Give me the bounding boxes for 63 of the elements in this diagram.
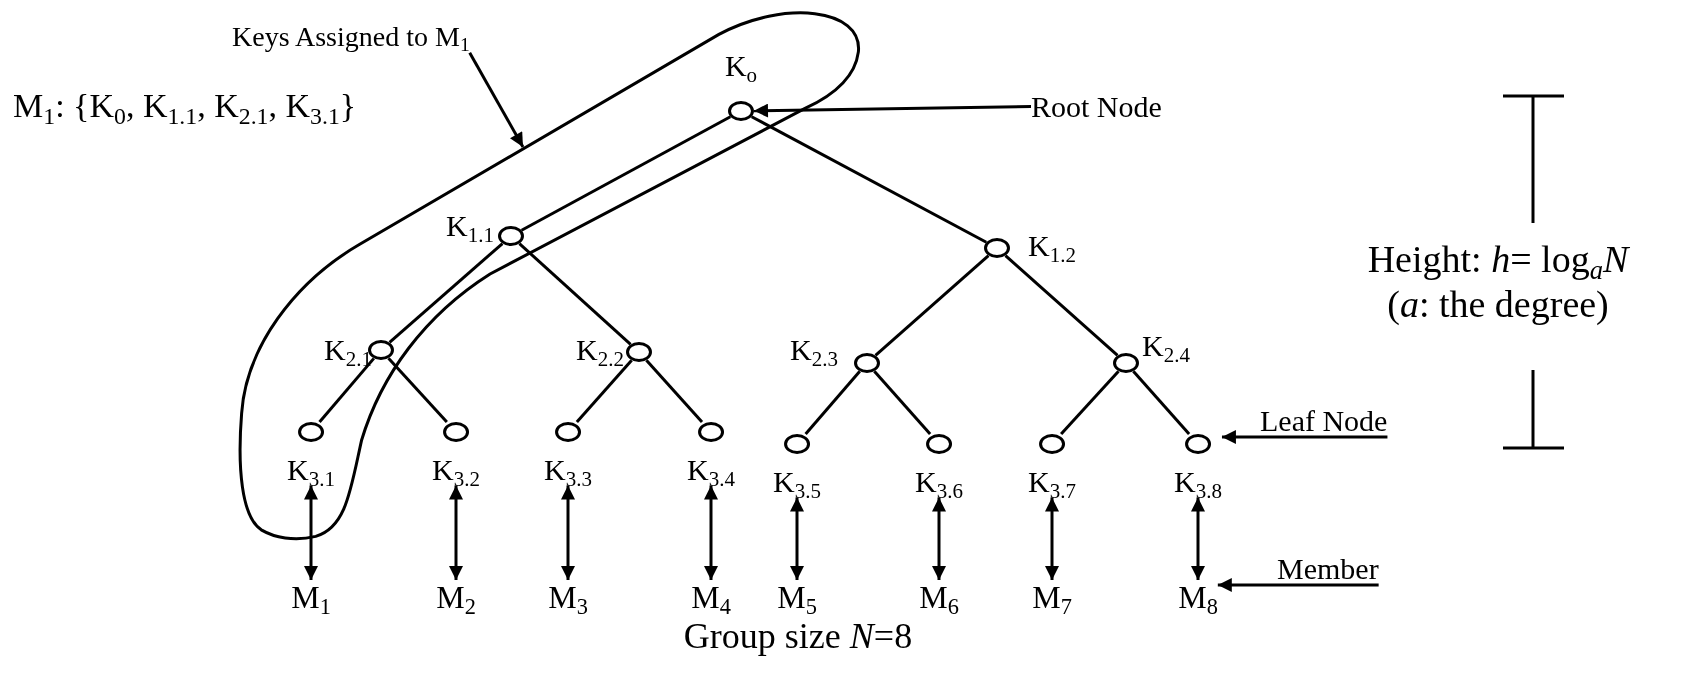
key-node-circle	[626, 342, 652, 362]
key-label: K$_{2.2}$	[576, 334, 624, 366]
callout-text: Keys Assigned to M$_{1}$	[232, 22, 470, 53]
key-node-circle	[854, 353, 880, 373]
arrow	[561, 485, 575, 580]
member-label: M$_{5}$	[777, 580, 817, 616]
tree-branch-line	[575, 359, 633, 423]
key-label: K$_{3.5}$	[773, 466, 821, 498]
tree-branch-line	[1132, 370, 1191, 435]
callout-text: Member	[1277, 552, 1379, 585]
key-node-circle	[498, 226, 524, 246]
member-label: M$_{2}$	[436, 580, 476, 616]
tree-branch-line	[804, 370, 861, 435]
arrow	[449, 485, 463, 580]
key-label: K$_{2.3}$	[790, 334, 838, 366]
key-label: K$_{3.1}$	[287, 454, 335, 486]
arrow	[1045, 497, 1059, 580]
tree-branch-line	[518, 242, 632, 346]
arrow	[1221, 430, 1388, 444]
tree-branch-line	[388, 242, 504, 344]
height-note: (a: the degree)	[1387, 283, 1609, 327]
key-label: K$_{3.4}$	[687, 454, 735, 486]
callout-text: Root Node	[1031, 90, 1162, 123]
arrow	[704, 485, 718, 580]
arrow	[304, 485, 318, 580]
member-label: M$_{4}$	[691, 580, 731, 616]
key-node-circle	[1113, 353, 1139, 373]
tree-branch-line	[874, 254, 990, 357]
key-label: K$_{3.2}$	[432, 454, 480, 486]
key-set-text: M$_{1}$: {K$_{0}$, K$_{1.1}$, K$_{2.1}$, K$_{3.1}$}	[13, 86, 357, 126]
key-label: K$_{3.8}$	[1174, 466, 1222, 498]
tree-branch-line	[1004, 254, 1119, 357]
key-label: K$_{o}$	[724, 50, 758, 82]
member-label: M$_{7}$	[1032, 580, 1072, 616]
key-label: K$_{1.1}$	[446, 210, 494, 242]
group-size-text: Group size N=8	[683, 616, 913, 658]
tree-branch-line	[873, 370, 932, 435]
key-label: K$_{3.3}$	[544, 454, 592, 486]
arrow	[790, 497, 804, 580]
arrow	[1217, 578, 1379, 592]
arrow	[1191, 497, 1205, 580]
tree-branch-line	[318, 357, 375, 423]
arrow	[468, 52, 525, 148]
key-label: K$_{3.6}$	[915, 466, 963, 498]
key-node-circle	[984, 238, 1010, 258]
tree-branch-line	[750, 115, 988, 244]
arrow	[753, 103, 1032, 118]
key-label: K$_{2.4}$	[1142, 330, 1190, 362]
key-label: K$_{2.1}$	[324, 334, 372, 366]
height-note: Height: h= log$_{a}$N	[1367, 238, 1629, 282]
tree-branch-line	[645, 359, 704, 423]
member-label: M$_{6}$	[919, 580, 959, 616]
key-label: K$_{3.7}$	[1028, 466, 1076, 498]
callout-text: Leaf Node	[1260, 404, 1388, 437]
key-label: K$_{1.2}$	[1028, 230, 1076, 262]
member-label: M$_{3}$	[548, 580, 588, 616]
member-label: M$_{8}$	[1178, 580, 1218, 616]
arrow	[932, 497, 946, 580]
tree-branch-line	[520, 115, 732, 232]
tree-branch-line	[1060, 370, 1120, 435]
key-node-circle	[728, 101, 754, 121]
tree-branch-line	[387, 357, 448, 423]
member-label: M$_{1}$	[291, 580, 331, 616]
